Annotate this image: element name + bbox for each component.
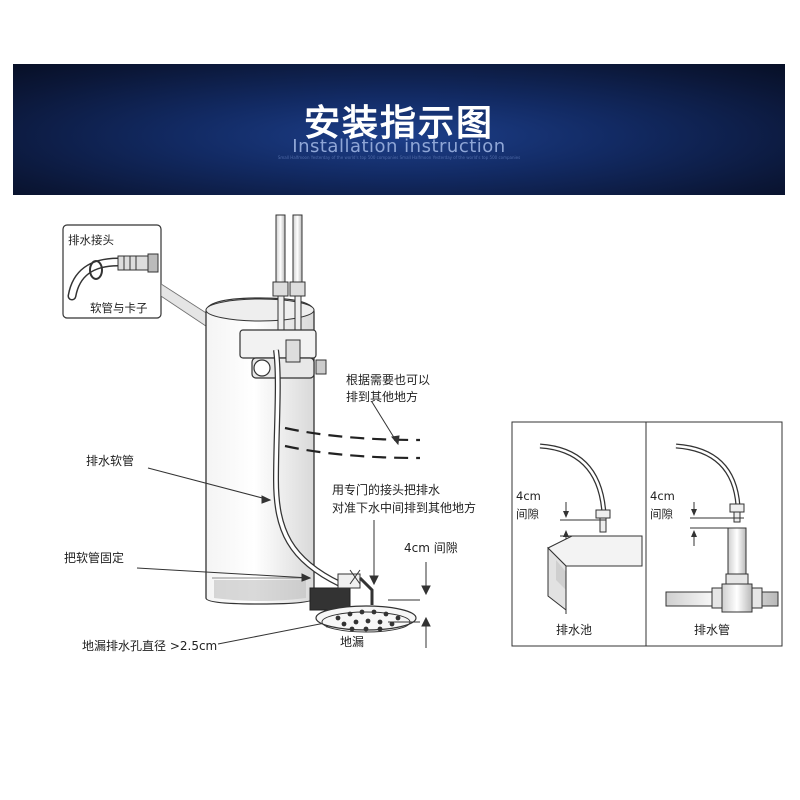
banner-title: 安装指示图	[303, 103, 494, 144]
pipe-caption: 排水管	[694, 622, 730, 637]
sink-caption: 排水池	[556, 623, 592, 637]
clip-icon	[89, 260, 103, 280]
inset-detail: 排水接头 软管与卡子	[62, 224, 162, 319]
label-drain-hose: 排水软管	[86, 453, 134, 468]
header-banner: 安装指示图 Installation instruction Small Hal…	[13, 64, 785, 195]
label-alt-route-2: 排到其他地方	[346, 389, 418, 404]
inset-label-connector: 排水接头	[68, 233, 114, 247]
sink-gap-label: 间隙	[516, 507, 539, 521]
drain-connector-icon	[117, 253, 159, 273]
label-floor-drain-spec: 地漏排水孔直径 >2.5cm	[82, 639, 217, 653]
hose-fixing-block	[309, 569, 374, 611]
sink-gap-value: 4cm	[516, 489, 541, 503]
floor-drain	[315, 599, 420, 633]
pipe-gap-value: 4cm	[650, 489, 675, 503]
label-fix-hose: 把软管固定	[64, 550, 124, 565]
banner-subtitle: Installation instruction	[292, 136, 506, 157]
inlet-pipes	[272, 214, 306, 337]
drain-pipe-icon	[665, 527, 779, 613]
sink-panel: 4cm 间隙 排水池	[516, 443, 643, 637]
sink-basin-icon	[547, 535, 643, 614]
label-floor-drain: 地漏	[340, 635, 364, 649]
label-special-connector-2: 对准下水中间排到其他地方	[332, 500, 476, 515]
label-gap-4cm: 4cm 间隙	[404, 541, 458, 555]
banner-fine-print: Small Halfmoon Yesterday of the world's …	[277, 155, 521, 160]
label-special-connector-1: 用专门的接头把排水	[332, 482, 440, 497]
drain-pipe-panel: 4cm 间隙 排水管	[650, 443, 779, 637]
inset-label-hose-clip: 软管与卡子	[90, 301, 148, 315]
control-valve	[239, 329, 327, 379]
inset-frame	[62, 224, 162, 319]
label-alt-route-1: 根据需要也可以	[346, 373, 430, 387]
pipe-gap-label: 间隙	[650, 507, 673, 521]
alternate-route-dashes	[284, 426, 421, 460]
